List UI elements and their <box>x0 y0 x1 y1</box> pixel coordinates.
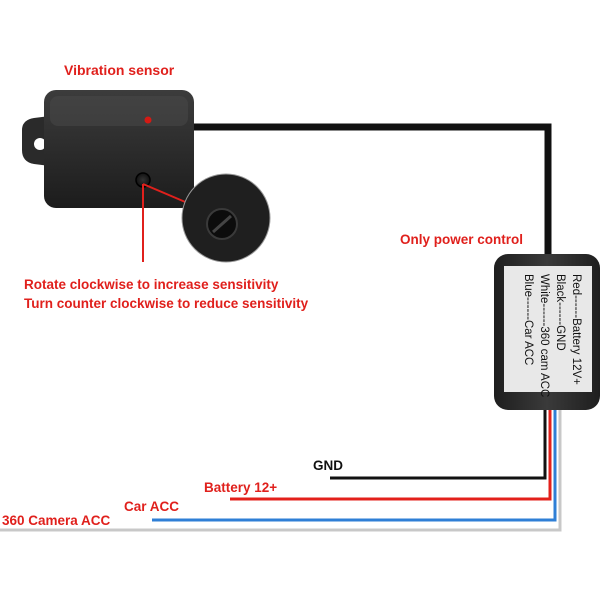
turn-counter-clockwise-label: Turn counter clockwise to reduce sensiti… <box>24 296 309 311</box>
sensor-cable <box>188 123 552 258</box>
wire-red <box>230 410 552 501</box>
module-label: Red------Battery 12V+ Black------GND Whi… <box>504 268 590 397</box>
only-power-control-label: Only power control <box>400 232 524 247</box>
car-acc-label: Car ACC <box>124 499 180 514</box>
knob-zoom-circle <box>181 173 271 263</box>
vibration-sensor-label: Vibration sensor <box>64 62 175 78</box>
wire-blue <box>152 410 557 522</box>
module-label-line-white: White------360 cam ACC <box>538 274 550 398</box>
module-label-line-red: Red------Battery 12V+ <box>570 274 582 385</box>
wire-black <box>330 410 547 480</box>
vibration-sensor-device <box>22 90 194 208</box>
rotate-clockwise-label: Rotate clockwise to increase sensitivity <box>24 277 279 292</box>
camera-acc-label: 360 Camera ACC <box>2 513 111 528</box>
module-label-line-black: Black------GND <box>554 274 566 351</box>
led-indicator <box>144 116 152 124</box>
battery-label: Battery 12+ <box>204 480 278 495</box>
wire-white <box>0 410 562 532</box>
control-module <box>494 254 600 410</box>
gnd-label: GND <box>313 458 343 473</box>
module-label-line-blue: Blue------Car ACC <box>522 274 534 366</box>
